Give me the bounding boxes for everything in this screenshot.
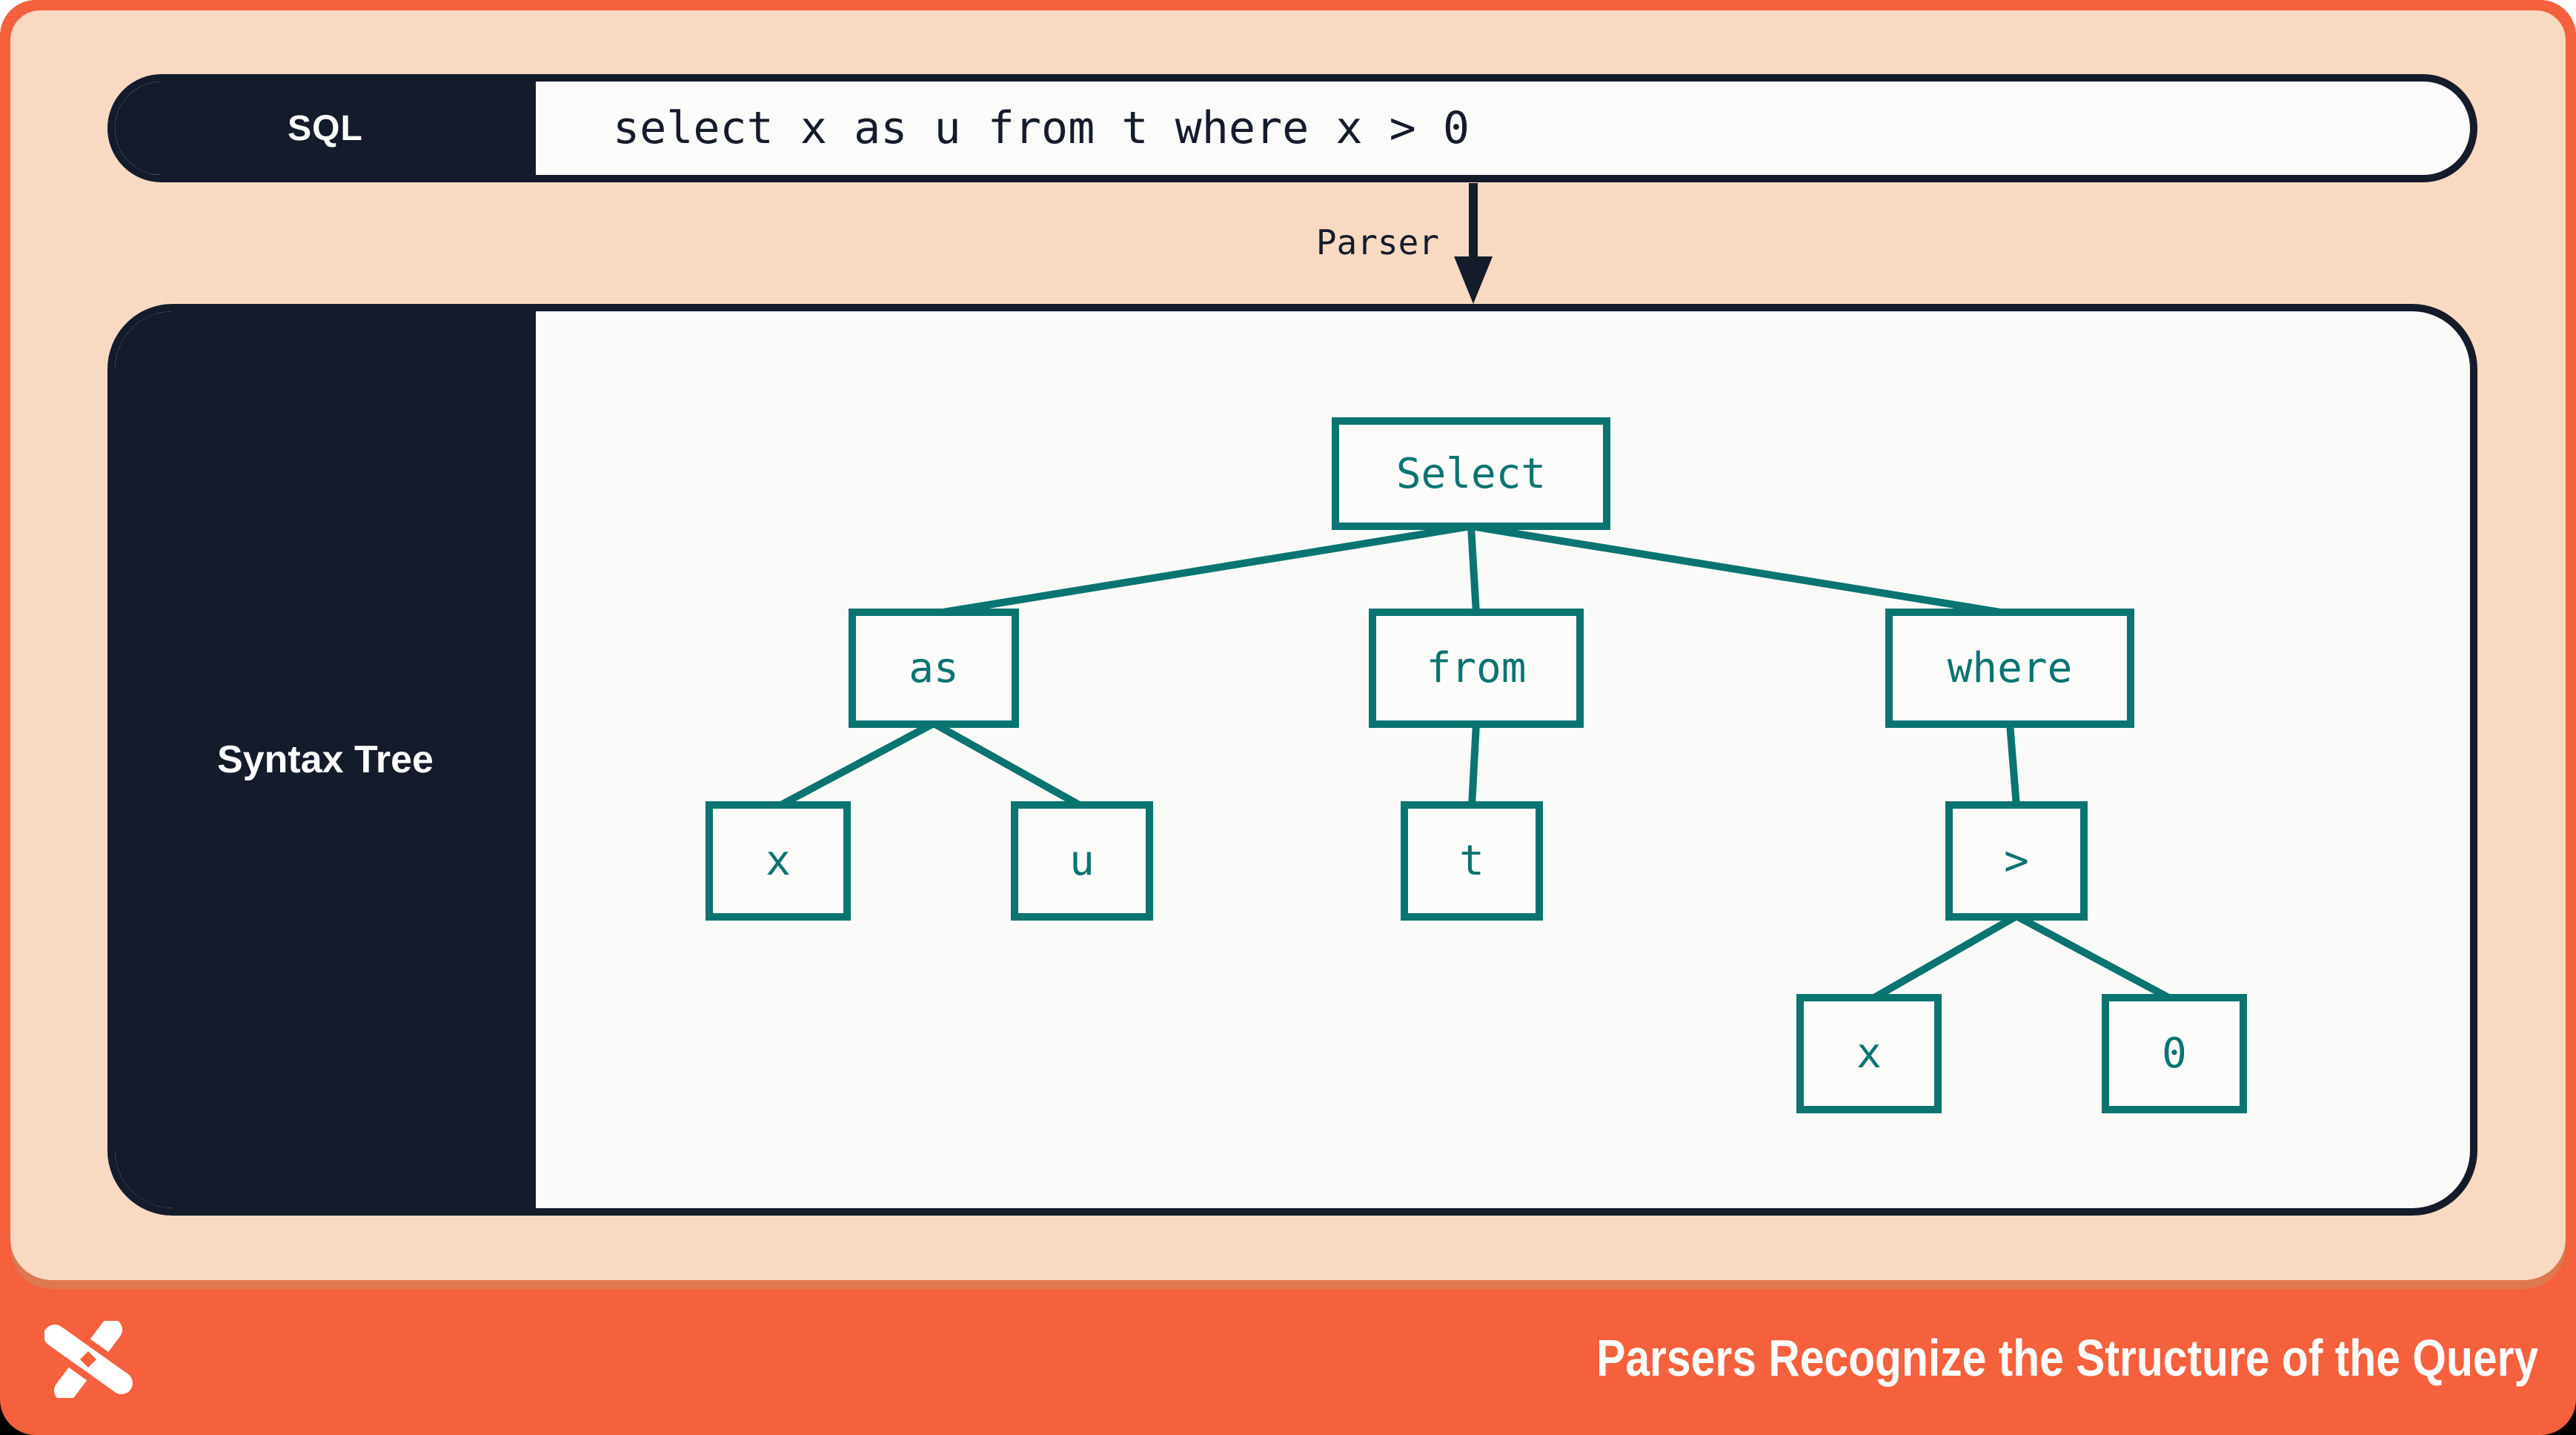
tree-node-u: u bbox=[1011, 801, 1153, 921]
sql-query-text: select x as u from t where x > 0 bbox=[613, 102, 1470, 154]
tree-node-t: t bbox=[1401, 801, 1543, 921]
tree-node-where: where bbox=[1885, 609, 2134, 728]
parser-label: Parser bbox=[1315, 222, 1439, 262]
sql-bar: SQL select x as u from t where x > 0 bbox=[107, 74, 2477, 182]
tree-node-select: Select bbox=[1332, 417, 1610, 530]
tree-node-from: from bbox=[1369, 609, 1584, 728]
sql-bar-label: SQL bbox=[115, 82, 536, 175]
footer-title: Parsers Recognize the Structure of the Q… bbox=[1596, 1329, 2538, 1387]
tree-node-x-alias: x bbox=[706, 801, 851, 921]
tree-node-zero: 0 bbox=[2102, 994, 2247, 1113]
syntax-tree-box: Syntax Tree bbox=[107, 304, 2477, 1216]
tree-node-x-operand: x bbox=[1796, 994, 1942, 1113]
syntax-tree-label: Syntax Tree bbox=[115, 311, 536, 1208]
tree-node-as: as bbox=[849, 609, 1019, 728]
dolt-x-logo bbox=[44, 1321, 133, 1398]
tree-node-gt: > bbox=[1945, 801, 2088, 921]
